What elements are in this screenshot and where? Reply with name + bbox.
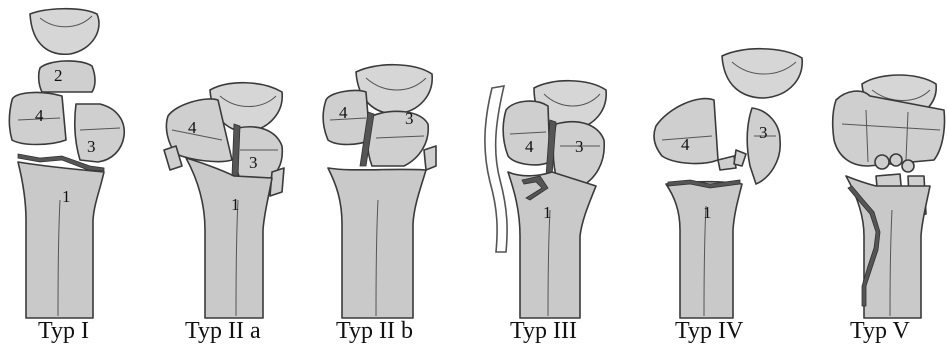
fragment-number: 3 <box>575 137 584 156</box>
lunate-fragment-illustration <box>722 49 802 98</box>
fragment-number: 4 <box>35 106 44 125</box>
fragment-number: 1 <box>543 203 552 222</box>
fragment-1-illustration <box>186 158 272 318</box>
splint-illustration <box>485 86 507 252</box>
fragment-2-illustration <box>39 61 95 92</box>
panel-typ-4: 4 3 1 <box>654 49 802 318</box>
fragment-1-illustration <box>508 172 596 318</box>
type-label: Typ IV <box>675 318 743 345</box>
fragment-3-illustration <box>75 104 124 162</box>
type-label: Typ I <box>38 318 89 345</box>
fragment-number: 4 <box>339 103 348 122</box>
fragment-number: 1 <box>62 187 71 206</box>
fragment-number: 3 <box>249 153 258 172</box>
type-label: Typ III <box>510 318 577 345</box>
fragment-number: 3 <box>87 137 96 156</box>
lunate-fragment-illustration <box>30 9 99 55</box>
fragment-1-illustration <box>18 162 104 318</box>
fragment-3-illustration <box>368 111 429 166</box>
fragment-number: 4 <box>681 135 690 154</box>
fragment-number: 3 <box>759 123 768 142</box>
fragment-number: 4 <box>525 137 534 156</box>
fragment-number: 1 <box>703 203 712 222</box>
type-label: Typ II a <box>185 318 261 345</box>
panel-typ-2b: 4 3 <box>323 65 436 318</box>
panel-typ-2a: 4 3 1 <box>164 83 284 318</box>
type-label: Typ II b <box>336 318 413 345</box>
fragment-number: 2 <box>54 66 63 85</box>
panel-typ-5 <box>833 75 945 318</box>
fragment-number: 3 <box>405 109 414 128</box>
panel-typ-1: 2 4 3 1 <box>9 9 124 318</box>
fragment-3-illustration <box>747 108 780 184</box>
fragment-number: 4 <box>188 118 197 137</box>
type-label: Typ V <box>850 318 910 345</box>
panel-typ-3: 4 3 1 <box>485 81 606 318</box>
small-fragment-illustration <box>718 156 736 170</box>
fragment-number: 1 <box>231 195 240 214</box>
